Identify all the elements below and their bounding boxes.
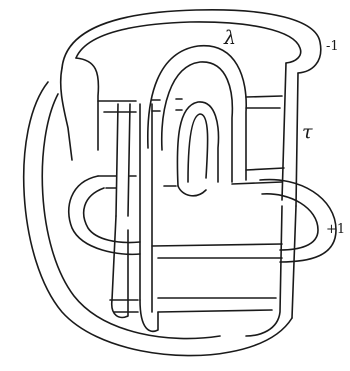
band-mid-2: [106, 182, 282, 188]
right-component-inner: [262, 194, 318, 250]
bottom-bar-4: [114, 310, 272, 312]
right-vertical-outer: [296, 73, 298, 206]
lower-left-loop-inner: [84, 188, 140, 242]
ladder-2: [128, 104, 130, 216]
left-u-strand-2: [76, 58, 98, 150]
bottom-bar-3: [110, 298, 276, 300]
bottom-bar-1: [152, 244, 282, 246]
right-component-outer: [260, 180, 336, 262]
top-component-outer: [62, 10, 321, 73]
top-component-inner: [76, 22, 301, 63]
inner-hook-bottom: [178, 186, 206, 196]
band-top: [98, 96, 282, 101]
right-vertical-inner: [282, 63, 286, 200]
band-mid: [98, 168, 284, 176]
ladder-1: [116, 104, 118, 216]
label-framing-right: +1: [326, 222, 345, 237]
lambda-inner: [162, 62, 233, 182]
label-lambda: λ: [223, 27, 236, 49]
inner-hook-inner: [188, 114, 208, 182]
label-framing-top: -1: [326, 39, 339, 54]
right-lower-inner: [246, 206, 282, 336]
left-u-strand: [61, 68, 72, 160]
left-bottom-uturn: [112, 216, 128, 317]
left-bottom-link: [140, 300, 158, 331]
label-tau: τ: [302, 121, 313, 143]
